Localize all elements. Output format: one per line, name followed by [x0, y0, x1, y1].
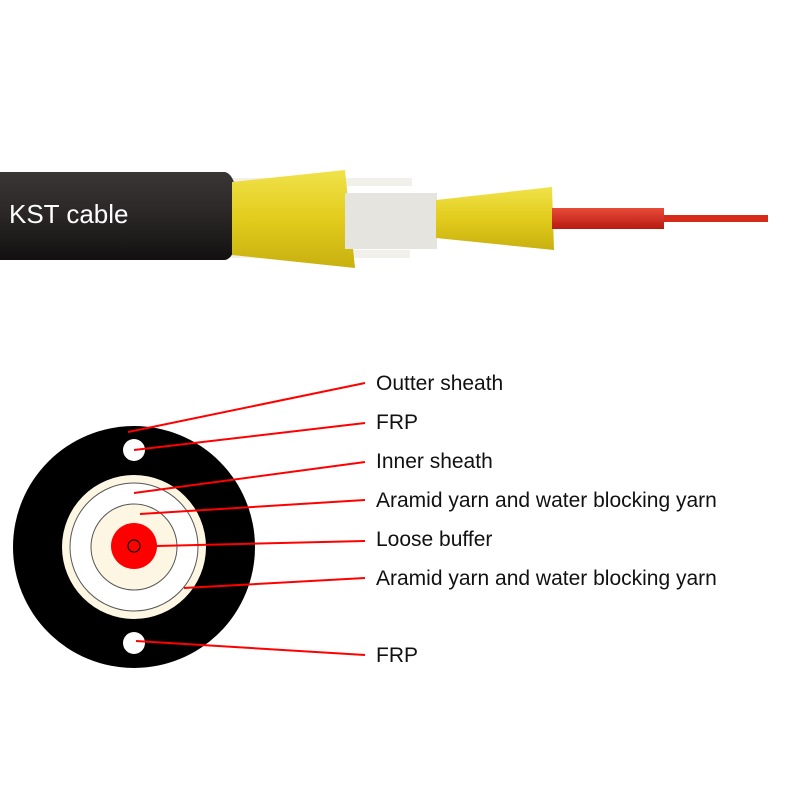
leader-line	[133, 461, 366, 494]
outer-sheath	[0, 172, 238, 260]
leader-line	[135, 640, 366, 656]
fiber	[664, 215, 768, 222]
leader-line	[183, 577, 366, 589]
leader-line	[155, 540, 366, 547]
frp-hole-bottom	[123, 632, 145, 654]
label-aramid-yarn-2: Aramid yarn and water blocking yarn	[376, 567, 717, 590]
label-frp-bottom: FRP	[376, 644, 418, 667]
cable-print-text: KST cable	[9, 199, 129, 229]
label-loose-buffer: Loose buffer	[376, 528, 493, 551]
leader-line	[127, 382, 366, 433]
leader-line	[133, 422, 366, 451]
aramid-yarn-inner	[436, 187, 554, 250]
label-outer-sheath: Outter sheath	[376, 372, 504, 395]
inner-sheath	[345, 193, 437, 249]
leader-line	[139, 499, 366, 515]
cable-side-view	[0, 170, 768, 268]
label-aramid-yarn-1: Aramid yarn and water blocking yarn	[376, 489, 717, 512]
cable-cross-section	[13, 426, 255, 668]
aramid-yarn-outer	[232, 170, 355, 268]
label-inner-sheath: Inner sheath	[376, 450, 493, 473]
label-frp-top: FRP	[376, 411, 418, 434]
fiber-section	[127, 539, 141, 553]
loose-buffer	[552, 208, 664, 229]
loose-buffer-section	[111, 523, 157, 569]
leader-lines	[127, 382, 366, 656]
